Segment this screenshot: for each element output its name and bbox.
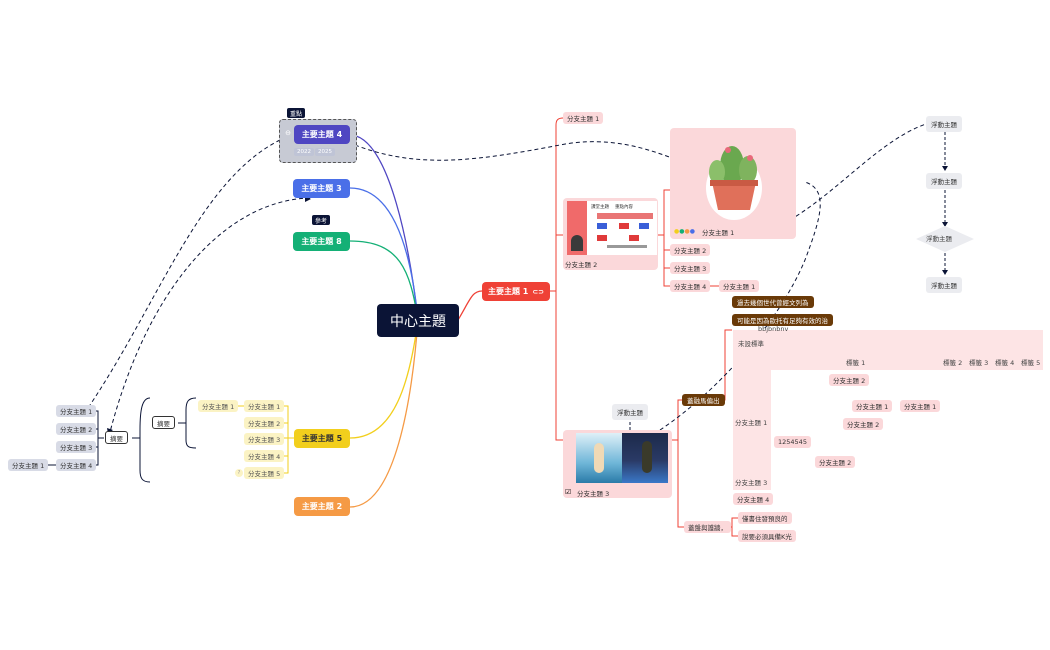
matrix-header-1: 標籤 1 [846,359,866,367]
t5-branch-1-child[interactable]: 分支主題 1 [198,400,239,412]
main-topic-2[interactable]: 主要主題 2 [294,497,350,516]
note-small: bbjbnbnv [758,325,789,333]
number-node[interactable]: 1254545 [774,436,811,448]
t1-branch-1-image-card[interactable]: ●●●● 分支主題 1 [670,128,796,239]
link-icon[interactable]: ⊖ [285,129,291,137]
main-topic-5[interactable]: 主要主題 5 [294,429,350,448]
t1-branch-3-card[interactable]: ☑ 分支主題 3 [563,430,672,498]
summary-child-3[interactable]: 分支主題 3 [56,441,97,453]
slide-subtitle: 重點內容 [615,205,633,210]
cactus-label: 分支主題 1 [702,229,735,237]
matrix-header-5: 標籤 5 [1021,359,1041,367]
slide-image: 課堂主題 重點內容 [567,201,657,255]
floating-topic-1[interactable]: 浮動主題 [926,116,962,132]
summary-child-1[interactable]: 分支主題 1 [56,405,97,417]
brown-label[interactable]: 蓋融馬偏出 [682,394,725,406]
main-topic-4[interactable]: 主要主題 4 [294,125,350,144]
t1-branch-4[interactable]: 分支主題 4 [733,493,774,505]
t5-branch-5[interactable]: 分支主題 5 [244,467,285,479]
matrix-header-2: 標籤 2 [943,359,963,367]
main-topic-8[interactable]: 主要主題 8 [293,232,350,251]
far-left-branch[interactable]: 分支主題 1 [8,459,49,471]
tennis-image [576,433,668,483]
t1-branch-2-card[interactable]: 課堂主題 重點內容 分支主題 2 [563,198,658,270]
matrix-cell-3[interactable]: 分支主題 1 [900,400,941,412]
checkbox-icon[interactable]: ☑ [565,488,572,496]
color-dots-icon: ●●●● [674,228,695,235]
matrix-cell-2[interactable]: 分支主題 1 [852,400,893,412]
matrix-row-1: 分支主題 1 [735,419,768,427]
matrix-header-3: 標籤 3 [969,359,989,367]
t1-branch-1[interactable]: 分支主題 1 [563,112,604,124]
main-topic-1-label: 主要主題 1 [487,287,529,296]
note-2[interactable]: 可能是因為歐托有足夠有效的治 [732,314,833,326]
diamond-shape [916,226,974,252]
reference-tag: 參考 [312,215,331,225]
floating-topic-3[interactable]: 浮動主題 [926,235,952,243]
floating-topic-left[interactable]: 浮動主題 [612,404,648,420]
t1-branch-sub-3[interactable]: 分支主題 3 [670,262,711,274]
note-1[interactable]: 過去幾個世代曾經文列為 [732,296,814,308]
group-label[interactable]: 蓋盤與護牆， [684,521,731,533]
floating-topic-2[interactable]: 浮動主題 [926,173,962,189]
group-item-1[interactable]: 僅書住發預良的 [738,512,792,524]
link-icon: ⊂⊃ [532,287,545,296]
end-date-chip: 2025 [315,148,335,156]
t5-branch-4[interactable]: 分支主題 4 [244,450,285,462]
matrix-row-2: 分支主題 3 [735,479,768,487]
focus-tag: 重點 [287,108,306,118]
start-date-chip: 2022 [294,148,314,156]
main-topic-1[interactable]: 主要主題 1 ⊂⊃ [482,282,550,301]
slide-title: 課堂主題 [591,205,609,210]
summary-child-4[interactable]: 分支主題 4 [56,459,97,471]
empty-label: 未設標準 [738,340,764,348]
t1-branch-sub-4[interactable]: 分支主題 4 [670,280,711,292]
t1-branch-3-label: 分支主題 3 [577,490,610,498]
summary-outer[interactable]: 摘要 [105,431,128,444]
t1-branch-sub-2[interactable]: 分支主題 2 [670,244,711,256]
help-icon: ? [235,469,243,477]
t5-branch-2[interactable]: 分支主題 2 [244,417,285,429]
group-item-2[interactable]: 說要必須具備K光 [738,530,796,542]
center-topic[interactable]: 中心主題 [377,304,459,337]
matrix-cell-1[interactable]: 分支主題 2 [829,374,870,386]
t5-branch-1[interactable]: 分支主題 1 [244,400,285,412]
t1-branch-2-label: 分支主題 2 [565,261,598,269]
main-topic-3[interactable]: 主要主題 3 [293,179,350,198]
cactus-image [706,146,762,220]
summary-inner[interactable]: 摘要 [152,416,175,429]
matrix-cell-4[interactable]: 分支主題 2 [843,418,884,430]
matrix-header-4: 標籤 4 [995,359,1015,367]
t5-branch-3[interactable]: 分支主題 3 [244,433,285,445]
floating-topic-4[interactable]: 浮動主題 [926,277,962,293]
matrix-cell-5[interactable]: 分支主題 2 [815,456,856,468]
t1-branch-sub-4-child[interactable]: 分支主題 1 [719,280,760,292]
summary-child-2[interactable]: 分支主題 2 [56,423,97,435]
